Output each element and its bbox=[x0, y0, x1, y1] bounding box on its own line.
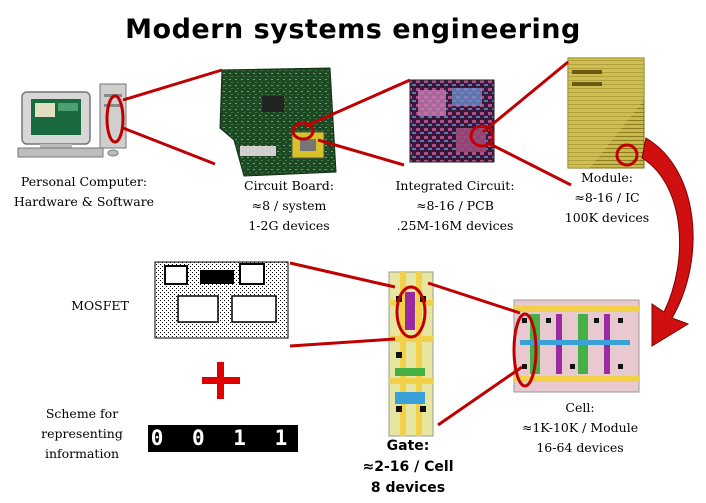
cell-caption-line1: Cell: bbox=[565, 400, 595, 415]
scheme-caption-line1: Scheme for bbox=[45, 406, 119, 421]
scheme-caption: Scheme for representing information bbox=[22, 404, 142, 464]
ic-caption-line1: Integrated Circuit: bbox=[395, 178, 515, 193]
board-caption-line2: ≈8 / system bbox=[251, 198, 327, 213]
ic-caption-line2: ≈8-16 / PCB bbox=[416, 198, 494, 213]
module-caption: Module: ≈8-16 / IC 100K devices bbox=[545, 168, 669, 228]
cell-caption-line3: 16-64 devices bbox=[536, 440, 624, 455]
board-caption: Circuit Board: ≈8 / system 1-2G devices bbox=[224, 176, 354, 236]
integrated-circuit-illustration bbox=[409, 79, 495, 163]
pc-caption-line2: Hardware & Software bbox=[13, 194, 155, 209]
curved-arrow bbox=[641, 137, 694, 347]
gate-caption-line1: Gate: bbox=[386, 438, 430, 454]
pc-illustration bbox=[17, 83, 127, 158]
board-caption-line1: Circuit Board: bbox=[244, 178, 334, 193]
module-caption-line2: ≈8-16 / IC bbox=[574, 190, 640, 205]
plus-icon bbox=[202, 362, 240, 399]
ic-caption: Integrated Circuit: ≈8-16 / PCB .25M-16M… bbox=[380, 176, 530, 236]
pc-caption: Personal Computer: Hardware & Software bbox=[4, 172, 164, 212]
circuit-board-illustration bbox=[219, 67, 337, 177]
mosfet-label: MOSFET bbox=[71, 298, 129, 313]
module-illustration bbox=[567, 57, 645, 169]
gate-caption-line3: 8 devices bbox=[370, 480, 446, 496]
bits-label: 0 0 1 1 bbox=[150, 426, 296, 450]
mosfet-illustration bbox=[154, 261, 289, 339]
scheme-caption-line3: information bbox=[44, 446, 120, 461]
module-caption-line1: Module: bbox=[581, 170, 633, 185]
page-title: Modern systems engineering bbox=[125, 14, 581, 45]
connector-lines bbox=[122, 60, 572, 427]
module-caption-line3: 100K devices bbox=[564, 210, 650, 225]
bits-strip bbox=[148, 425, 298, 452]
scheme-caption-line2: representing bbox=[41, 426, 123, 441]
ic-caption-line3: .25M-16M devices bbox=[396, 218, 514, 233]
cell-caption-line2: ≈1K-10K / Module bbox=[521, 420, 639, 435]
highlight-ellipses bbox=[105, 94, 639, 388]
pc-caption-line1: Personal Computer: bbox=[20, 174, 148, 189]
gate-caption: Gate: ≈2-16 / Cell 8 devices bbox=[340, 436, 476, 499]
gate-caption-line2: ≈2-16 / Cell bbox=[362, 459, 454, 475]
gate-layout-illustration bbox=[388, 271, 434, 437]
cell-caption: Cell: ≈1K-10K / Module 16-64 devices bbox=[505, 398, 655, 458]
board-caption-line3: 1-2G devices bbox=[248, 218, 330, 233]
